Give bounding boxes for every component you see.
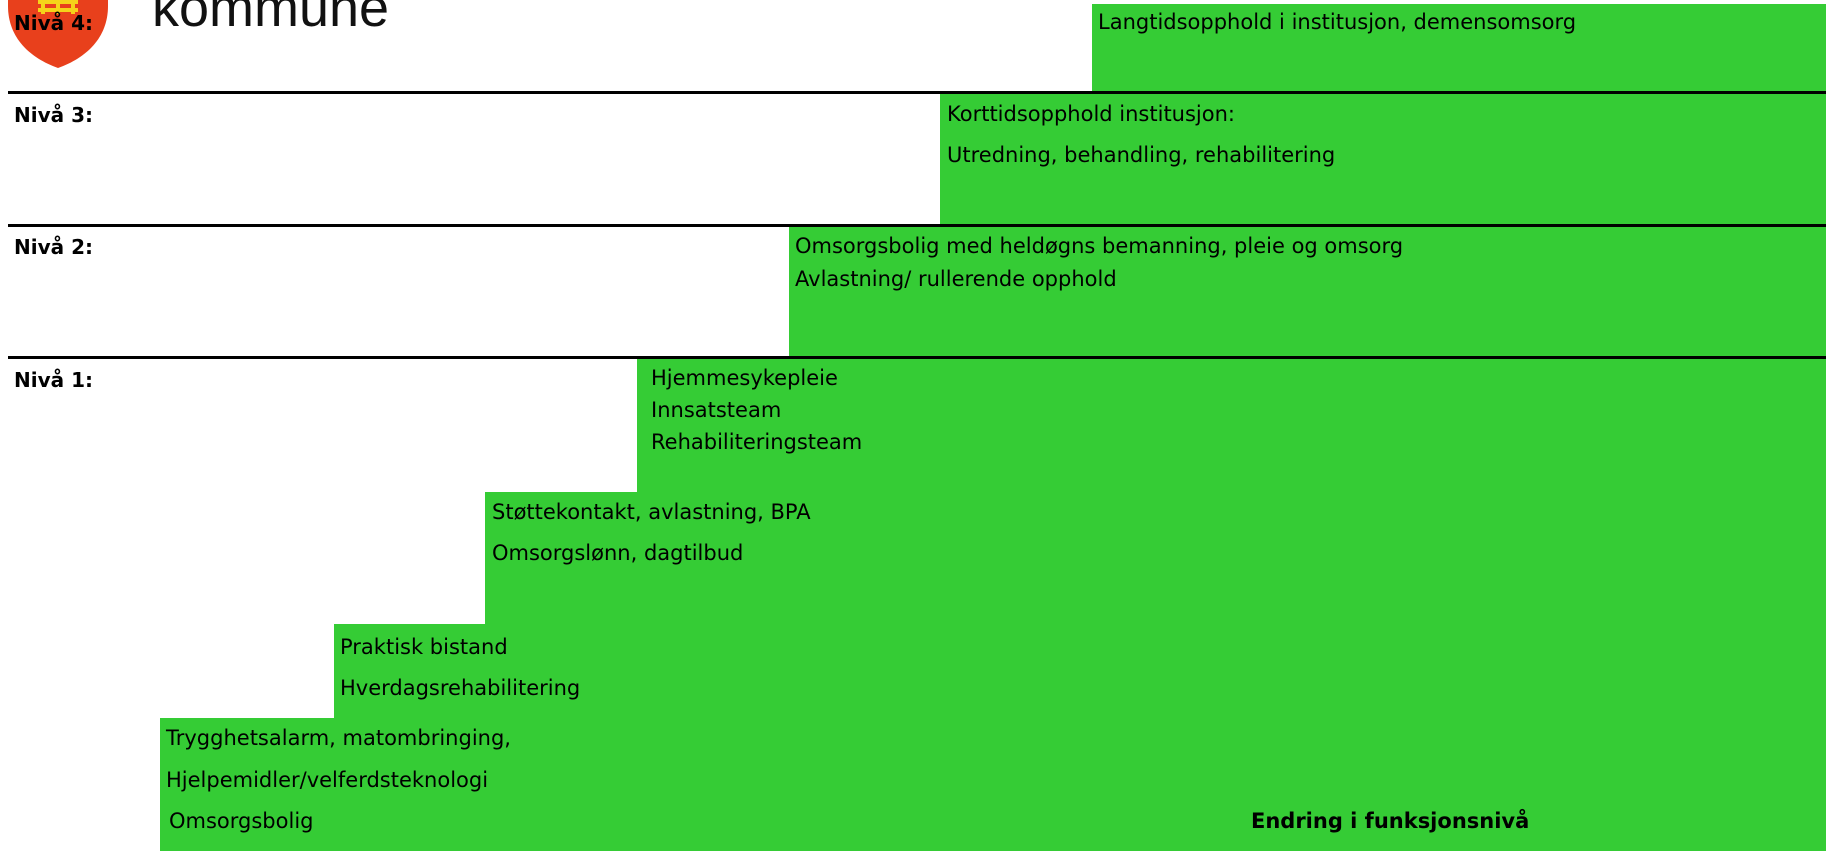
level-divider-2-1 [8,356,1826,359]
level3-block [940,92,1826,226]
level2-block [789,226,1826,358]
level1-step2-text-2: Hverdagsrehabilitering [340,676,581,700]
level1-step2-block [334,624,1826,718]
level4-service-text: Langtidsopphold i institusjon, demensoms… [1098,10,1577,34]
level3-service-title: Korttidsopphold institusjon: [947,102,1235,126]
level-divider-4-3 [8,91,1826,94]
municipality-logo-text: kommune [152,0,390,38]
level3-service-text: Utredning, behandling, rehabilitering [947,143,1336,167]
function-level-change-label: Endring i funksjonsnivå [1251,809,1530,833]
level2-service-text-1: Omsorgsbolig med heldøgns bemanning, ple… [795,234,1404,258]
level1-label: Nivå 1: [14,368,94,392]
level1-step2-text-1: Praktisk bistand [340,635,508,659]
level1-step4-block [637,358,1826,492]
level3-label: Nivå 3: [14,103,94,127]
level1-step4-text-1: Hjemmesykepleie [651,366,838,390]
level1-step1-text-3: Omsorgsbolig [169,809,314,833]
level1-step1-block [160,718,1826,851]
level4-label: Nivå 4: [14,11,94,35]
level1-step4-text-2: Innsatsteam [651,398,782,422]
level-divider-3-2 [8,224,1826,227]
municipality-shield-icon [8,0,108,68]
level1-step1-text-1: Trygghetsalarm, matombringing, [166,726,511,750]
level2-service-text-2: Avlastning/ rullerende opphold [795,267,1117,291]
level4-block [1092,4,1826,92]
level1-step1-text-2: Hjelpemidler/velferdsteknologi [166,768,489,792]
level1-step3-text-1: Støttekontakt, avlastning, BPA [492,500,811,524]
level2-label: Nivå 2: [14,235,94,259]
level1-step3-text-2: Omsorgslønn, dagtilbud [492,541,744,565]
level1-step3-block [485,492,1826,624]
level1-step4-text-3: Rehabiliteringsteam [651,430,863,454]
